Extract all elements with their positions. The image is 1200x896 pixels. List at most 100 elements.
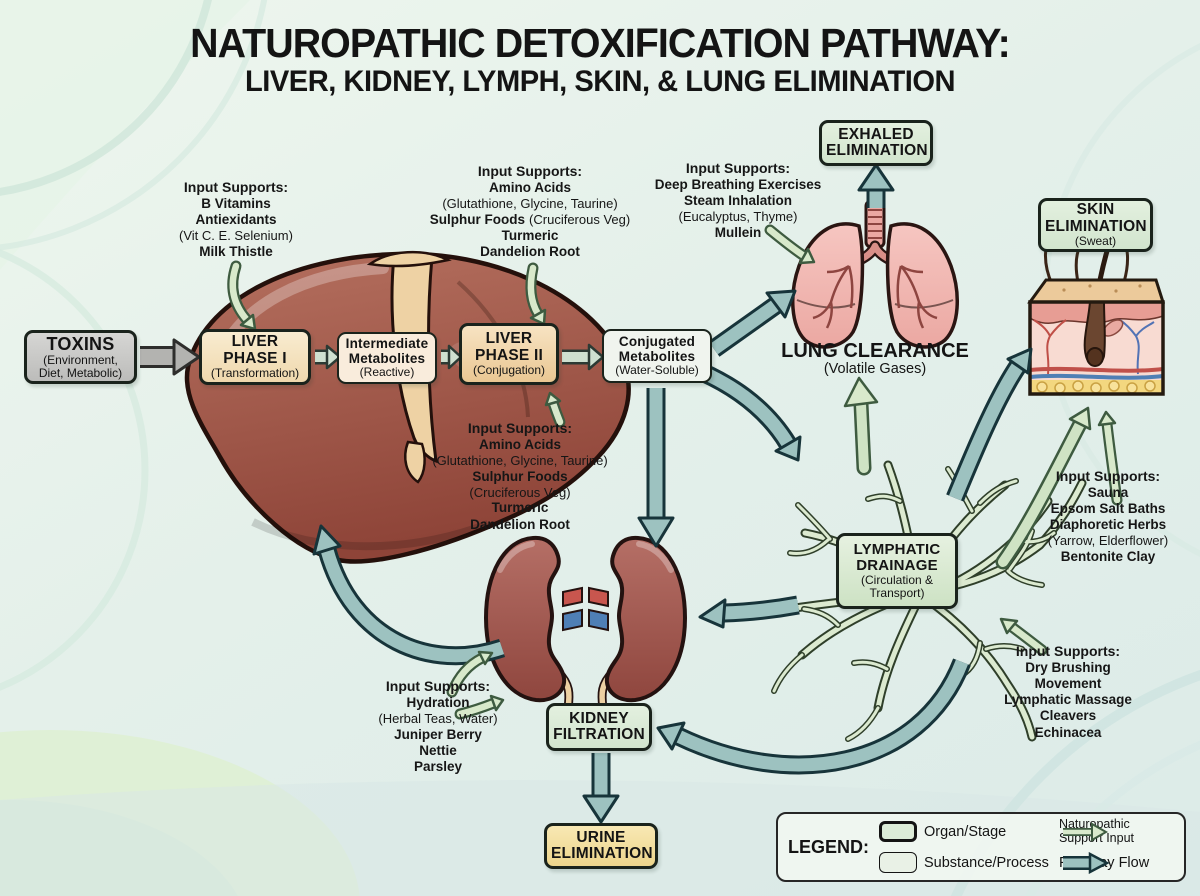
- node-toxins: TOXINS (Environment, Diet, Metabolic): [24, 330, 137, 384]
- node-title: Conjugated: [618, 334, 696, 350]
- input-line: Epsom Salt Baths: [1050, 500, 1166, 516]
- legend-arrow-column: Naturopathic Support Input Pathway Flow: [1059, 817, 1149, 876]
- input-line: Movement: [1034, 675, 1102, 691]
- arrow-lymph-to-kidney-filtration: [656, 658, 971, 775]
- arrow-lymph-to-kidneys: [698, 595, 800, 629]
- legend-row-support-arrow: Naturopathic Support Input: [1059, 817, 1149, 845]
- node-skin-elimination: SKIN ELIMINATION (Sweat): [1038, 198, 1153, 252]
- node-title: PHASE I: [223, 349, 287, 367]
- page-title: NATUROPATHIC DETOXIFICATION PATHWAY: LIV…: [0, 21, 1200, 100]
- input-line: (Vit C. E. Selenium): [179, 228, 293, 244]
- node-title: DRAINAGE: [856, 557, 938, 575]
- node-kidney-filtration: KIDNEY FILTRATION: [546, 703, 652, 751]
- bronchial-tree: [812, 264, 854, 329]
- node-subtitle: (Environment,: [43, 352, 118, 367]
- arrow-phase1-to-intermediate: [315, 344, 342, 370]
- input-heading: Input Supports:: [183, 179, 289, 195]
- node-subtitle: Transport): [869, 585, 925, 600]
- node-title: ELIMINATION: [1045, 217, 1147, 235]
- arrow-toxins-to-liver-phase1: [140, 338, 201, 376]
- legend-row-pathway-arrow: Pathway Flow: [1059, 850, 1149, 876]
- input-line: B Vitamins: [201, 195, 271, 211]
- input-line: Antiexidants: [195, 211, 277, 227]
- input-line: Diaphoretic Herbs: [1049, 517, 1167, 533]
- arrow-conjugated-to-lungs: [708, 289, 797, 357]
- arrow-lungs-to-exhaled: [857, 163, 895, 208]
- node-title: ELIMINATION: [826, 142, 928, 159]
- input-line: (Herbal Teas, Water): [378, 710, 498, 726]
- input-line: Mullein: [714, 224, 762, 240]
- node-title: LIVER: [231, 333, 279, 351]
- support-arrow-dandelion-to-phase2: [525, 262, 547, 326]
- legend-row-organ: Organ/Stage: [879, 819, 1049, 845]
- support-arrow-inputs-to-skin: [1097, 410, 1123, 506]
- input-line: (Glutathione, Glycine, Taurine): [442, 195, 618, 211]
- node-subtitle: (Circulation &: [860, 572, 934, 587]
- legend-organ-label: Organ/Stage: [924, 823, 1007, 840]
- input-line: Amino Acids: [488, 179, 571, 195]
- legend-substance-swatch: [879, 852, 917, 873]
- input-supports-lymph: Input Supports: Dry Brushing Movement Ly…: [963, 643, 1173, 741]
- node-subtitle: (Reactive): [359, 364, 415, 379]
- label-lung-clearance: LUNG CLEARANCE (Volatile Gases): [760, 341, 990, 378]
- input-heading: Input Supports:: [467, 420, 573, 436]
- node-title: LYMPHATIC: [853, 541, 941, 559]
- input-line: (Eucalyptus, Thyme): [678, 209, 798, 225]
- support-arrow-icon: [1062, 821, 1108, 842]
- lymph-branches: [771, 460, 1087, 742]
- arrow-lymph-to-lung-clearance: [843, 376, 879, 476]
- input-heading: Input Supports:: [1055, 468, 1161, 484]
- node-title: EXHALED: [838, 125, 914, 143]
- node-liver-phase2: LIVER PHASE II (Conjugation): [459, 323, 559, 385]
- arrow-conjugated-to-lymph: [698, 363, 802, 462]
- input-supports-liver-phase2-bottom: Input Supports: Amino Acids (Glutathione…: [400, 420, 640, 533]
- support-arrow-inputs-to-kidney-1: [446, 650, 494, 698]
- node-title: PHASE II: [475, 346, 543, 364]
- skin-illustration: [1027, 225, 1165, 396]
- input-line: Amino Acids: [478, 436, 561, 452]
- input-line: Nettie: [419, 742, 457, 758]
- arrow-lymph-to-skin: [946, 347, 1033, 502]
- input-heading: Input Supports:: [685, 160, 791, 176]
- node-exhaled-elimination: EXHALED ELIMINATION: [819, 120, 933, 166]
- node-title: LIVER: [485, 330, 533, 348]
- input-line: Hydration: [406, 694, 470, 710]
- node-urine-elimination: URINE ELIMINATION: [544, 823, 658, 869]
- input-line-part: (Cruciferous Veg): [529, 211, 631, 227]
- node-subtitle: (Sweat): [1074, 233, 1117, 248]
- input-line: Echinacea: [1034, 724, 1102, 740]
- legend-substance-label: Substance/Process: [924, 854, 1049, 871]
- input-line: Turmeric: [491, 500, 549, 516]
- input-line: (Cruciferous Veg): [469, 484, 571, 500]
- input-line: Dry Brushing: [1025, 659, 1111, 675]
- node-title: FILTRATION: [553, 726, 645, 743]
- support-arrow-bottom-inputs-to-phase2: [544, 391, 566, 428]
- input-line: (Glutathione, Glycine, Taurine): [432, 452, 608, 468]
- node-lymphatic-drainage: LYMPHATIC DRAINAGE (Circulation & Transp…: [836, 533, 958, 609]
- kidneys-illustration: [484, 535, 687, 715]
- support-arrow-mullein-to-lungs: [764, 224, 816, 265]
- node-title: ELIMINATION: [551, 845, 653, 862]
- input-supports-skin: Input Supports: Sauna Epsom Salt Baths D…: [1013, 468, 1200, 565]
- node-subtitle: (Water-Soluble): [615, 362, 699, 377]
- input-line: Lymphatic Massage: [1004, 692, 1132, 708]
- support-arrow-inputs-to-lymph: [999, 617, 1048, 656]
- input-line: (Yarrow, Elderflower): [1047, 533, 1169, 549]
- input-line: Turmeric: [501, 227, 559, 243]
- input-supports-liver-phase2-top: Input Supports: Amino Acids (Glutathione…: [395, 163, 665, 260]
- node-subtitle: Diet, Metabolic): [38, 365, 123, 380]
- input-line: Dandelion Root: [470, 516, 570, 532]
- node-title: SKIN: [1076, 201, 1115, 219]
- arrow-conjugated-to-kidneys: [637, 388, 675, 548]
- node-title: URINE: [576, 828, 626, 846]
- legend: LEGEND: Organ/Stage Substance/Process Na…: [776, 812, 1186, 882]
- legend-title: LEGEND:: [788, 836, 869, 857]
- support-arrow-inputs-to-kidney-2: [454, 694, 505, 720]
- input-supports-kidney: Input Supports: Hydration (Herbal Teas, …: [343, 678, 533, 775]
- node-conjugated-metabolites: Conjugated Metabolites (Water-Soluble): [602, 329, 712, 383]
- node-subtitle: (Conjugation): [472, 362, 546, 377]
- node-title: KIDNEY: [569, 709, 629, 727]
- input-line: Cleavers: [1039, 708, 1097, 724]
- renal-vessels: [562, 586, 609, 632]
